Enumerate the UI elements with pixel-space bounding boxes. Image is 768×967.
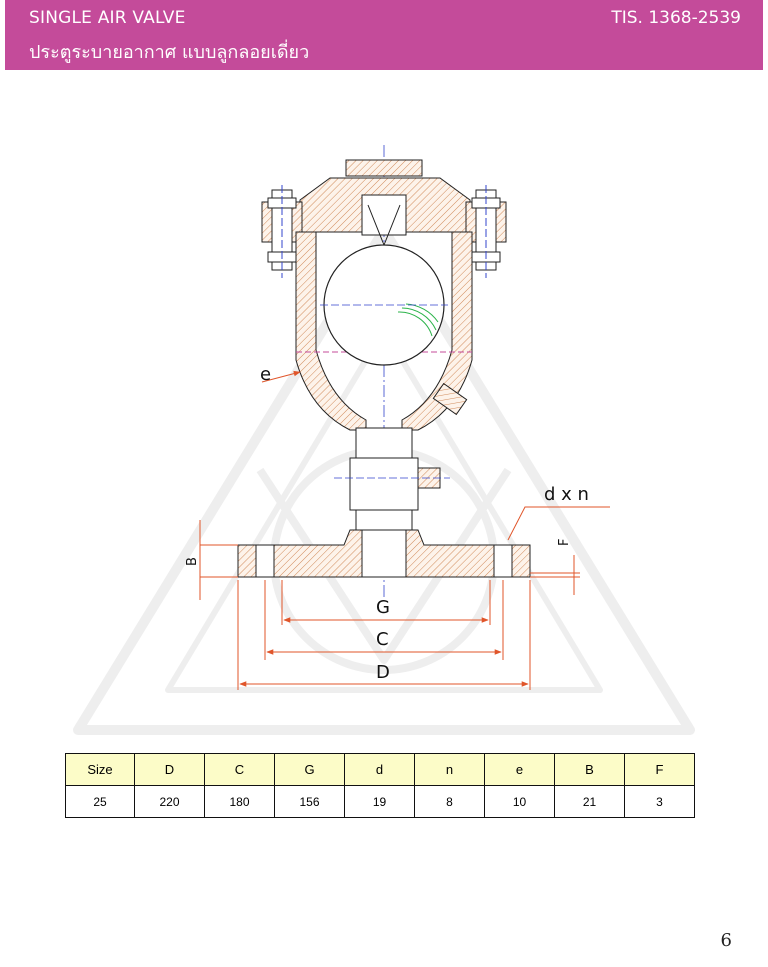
dimension-table: Size D C G d n e B F 25 220 180 156 19 8…: [65, 753, 695, 818]
label-g: G: [376, 597, 390, 618]
air-valve-technical-drawing: e d x n G C D B F: [73, 145, 695, 735]
label-f: F: [557, 539, 572, 546]
float-ball: [320, 244, 448, 366]
product-title-thai: ประตูระบายอากาศ แบบลูกลอยเดี่ยว: [29, 42, 310, 63]
table-cell: 8: [414, 785, 485, 818]
side-plug: [432, 382, 468, 416]
table-header-cell: e: [484, 753, 555, 786]
table-cell: 3: [624, 785, 695, 818]
label-e: e: [260, 364, 271, 385]
table-cell: 21: [554, 785, 625, 818]
table-header-cell: n: [414, 753, 485, 786]
ball-valve-neck: [334, 427, 450, 535]
label-c: C: [376, 629, 389, 650]
table-cell: 220: [134, 785, 205, 818]
table-header-row: Size D C G d n e B F: [65, 753, 695, 786]
product-title: SINGLE AIR VALVE: [29, 8, 186, 28]
dimension-lines: [199, 370, 610, 690]
base-flange: [237, 529, 531, 578]
cover-bolts: [267, 185, 501, 278]
label-dxn: d x n: [544, 484, 589, 505]
table-header-cell: G: [274, 753, 345, 786]
table-cell: 156: [274, 785, 345, 818]
table-cell: 10: [484, 785, 555, 818]
table-header-cell: d: [344, 753, 415, 786]
table-header-cell: Size: [65, 753, 135, 786]
label-b: B: [185, 557, 200, 566]
table-row: 25 220 180 156 19 8 10 21 3: [65, 785, 695, 818]
standard-code: TIS. 1368-2539: [611, 8, 741, 28]
table-header-cell: F: [624, 753, 695, 786]
page-header: SINGLE AIR VALVE ประตูระบายอากาศ แบบลูกล…: [5, 0, 763, 70]
table-header-cell: C: [204, 753, 275, 786]
table-cell: 25: [65, 785, 135, 818]
label-d: D: [376, 662, 390, 683]
valve-body: [295, 231, 473, 431]
table-header-cell: D: [134, 753, 205, 786]
table-header-cell: B: [554, 753, 625, 786]
page-number: 6: [720, 930, 732, 951]
table-cell: 19: [344, 785, 415, 818]
table-cell: 180: [204, 785, 275, 818]
